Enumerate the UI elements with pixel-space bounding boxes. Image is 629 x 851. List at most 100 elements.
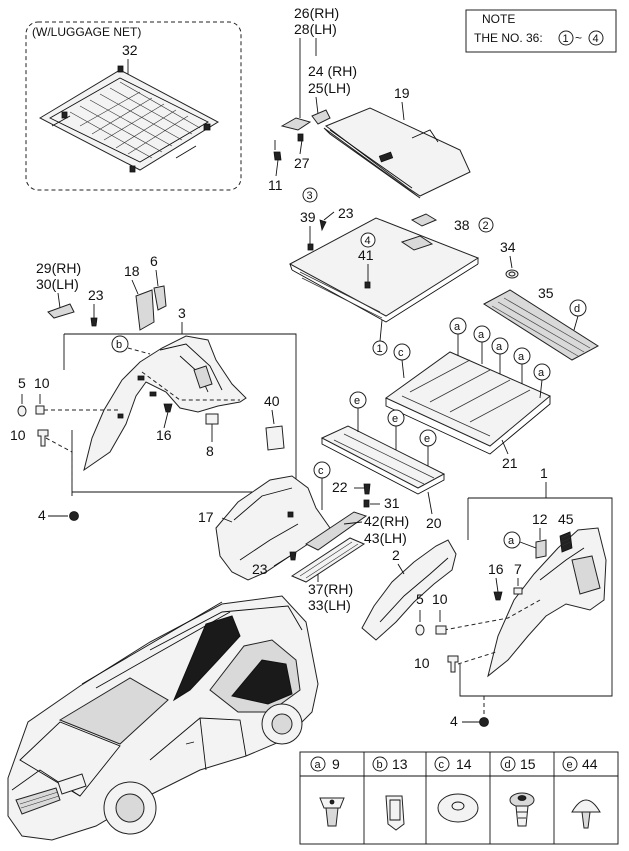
callout-e2: e: [392, 413, 398, 425]
label-41: 41: [358, 247, 374, 263]
label-31: 31: [384, 495, 400, 511]
tray-dividers: [401, 359, 531, 437]
label-10b: 10: [10, 427, 26, 443]
note-range-sep: ~: [575, 31, 582, 45]
scuff-plate-assembly: 34 35 d: [483, 239, 599, 361]
label-8: 8: [206, 443, 214, 459]
trim-2: 2: [361, 539, 457, 641]
label-16b: 16: [488, 561, 504, 577]
legend-letter-e: e: [567, 759, 573, 771]
label-5a: 5: [18, 375, 26, 391]
label-34: 34: [500, 239, 516, 255]
callout-a-right: a: [508, 535, 515, 547]
label-42: 42(RH): [364, 513, 409, 529]
grille-bars: [19, 791, 60, 809]
luggage-board: 3 39 23 41 4 1 38 2: [288, 187, 494, 356]
floor-strips: 22 31 42(RH) 43(LH) 37(RH) 33(LH) 23: [252, 479, 409, 613]
label-17: 17: [198, 509, 214, 525]
label-27: 27: [294, 155, 310, 171]
callout-c-tray: c: [398, 347, 404, 359]
legend-cell-a: a 9: [310, 756, 345, 827]
label-5b: 5: [416, 591, 424, 607]
right-quarter-trim-group: 1 45 12 a 16 7 5 10 10: [414, 465, 613, 729]
luggage-net-mesh: [69, 81, 201, 159]
label-10c: 10: [432, 591, 448, 607]
note-title: NOTE: [482, 12, 515, 26]
callout-c-17: c: [318, 465, 324, 477]
label-23a: 23: [338, 205, 354, 221]
label-10d: 10: [414, 655, 430, 671]
label-2: 2: [392, 547, 400, 563]
panel-ribs: [333, 433, 435, 485]
rear-cargo-opening: [231, 659, 293, 705]
legend-part-44: 44: [582, 756, 598, 772]
callout-1: 1: [377, 343, 383, 355]
inset-label: (W/LUGGAGE NET): [32, 25, 141, 39]
label-30: 30(LH): [36, 276, 79, 292]
strip-ribs: [299, 541, 359, 579]
wheelhouse-trim-17: 17 c: [198, 461, 331, 581]
label-39: 39: [300, 209, 316, 225]
clip-14-icon: [437, 793, 479, 823]
label-12: 12: [532, 511, 548, 527]
label-28: 28(LH): [294, 21, 337, 37]
luggage-tray: 21 c a a a a a: [385, 317, 551, 471]
label-33: 33(LH): [308, 597, 351, 613]
label-22: 22: [332, 479, 348, 495]
label-23b: 23: [88, 287, 104, 303]
note-box: NOTE THE NO. 36: 1 ~ 4: [465, 9, 617, 53]
callout-a1: a: [454, 321, 461, 333]
label-25: 25(LH): [308, 80, 351, 96]
label-4a: 4: [38, 507, 46, 523]
label-3: 3: [178, 305, 186, 321]
legend-letter-a: a: [315, 759, 322, 771]
luggage-net-inset: (W/LUGGAGE NET) 32: [25, 21, 242, 191]
callout-d-main: d: [574, 303, 580, 315]
cutaway-area: [172, 615, 241, 702]
legend-letter-d: d: [505, 759, 511, 771]
label-26: 26(RH): [294, 5, 339, 21]
legend-part-15: 15: [520, 756, 536, 772]
legend-cell-c: c 14: [434, 756, 479, 823]
callout-a2: a: [478, 329, 485, 341]
upper-left-brackets: 29(RH) 30(LH) 23 18 6 3: [36, 253, 186, 334]
label-11: 11: [268, 177, 283, 193]
label-20: 20: [426, 515, 442, 531]
label-16a: 16: [156, 427, 172, 443]
legend-letter-b: b: [377, 759, 383, 771]
clip-44-icon: [571, 799, 601, 813]
vehicle-illustration: [7, 595, 319, 841]
legend-cell-b: b 13: [372, 756, 408, 831]
label-23c: 23: [252, 561, 268, 577]
callout-2: 2: [483, 220, 489, 232]
callout-3: 3: [307, 190, 313, 202]
callout-b-main: b: [116, 339, 122, 351]
callout-e3: e: [424, 433, 430, 445]
label-43: 43(LH): [364, 530, 407, 546]
callout-e1: e: [354, 395, 360, 407]
fastener-legend: a 9 b 13 c 14 d 15: [299, 751, 619, 845]
label-45: 45: [558, 511, 574, 527]
legend-letter-c: c: [439, 759, 445, 771]
legend-cell-e: e 44: [562, 756, 601, 829]
label-35: 35: [538, 285, 554, 301]
label-29: 29(RH): [36, 260, 81, 276]
label-21: 21: [502, 455, 518, 471]
callout-a5: a: [538, 367, 545, 379]
callout-4: 4: [365, 235, 371, 247]
note-range-start: 1: [563, 33, 569, 45]
note-text: THE NO. 36:: [474, 31, 543, 45]
legend-part-13: 13: [392, 756, 408, 772]
scuff-plate-ribs: [491, 297, 591, 357]
callout-a3: a: [496, 341, 503, 353]
label-6: 6: [150, 253, 158, 269]
label-24: 24 (RH): [308, 63, 357, 79]
label-32: 32: [122, 42, 138, 58]
callout-a4: a: [518, 351, 525, 363]
label-19: 19: [394, 85, 410, 101]
label-1: 1: [540, 465, 548, 481]
label-7: 7: [514, 561, 522, 577]
rear-panel-20: e e e 20: [320, 391, 446, 531]
label-37: 37(RH): [308, 581, 353, 597]
